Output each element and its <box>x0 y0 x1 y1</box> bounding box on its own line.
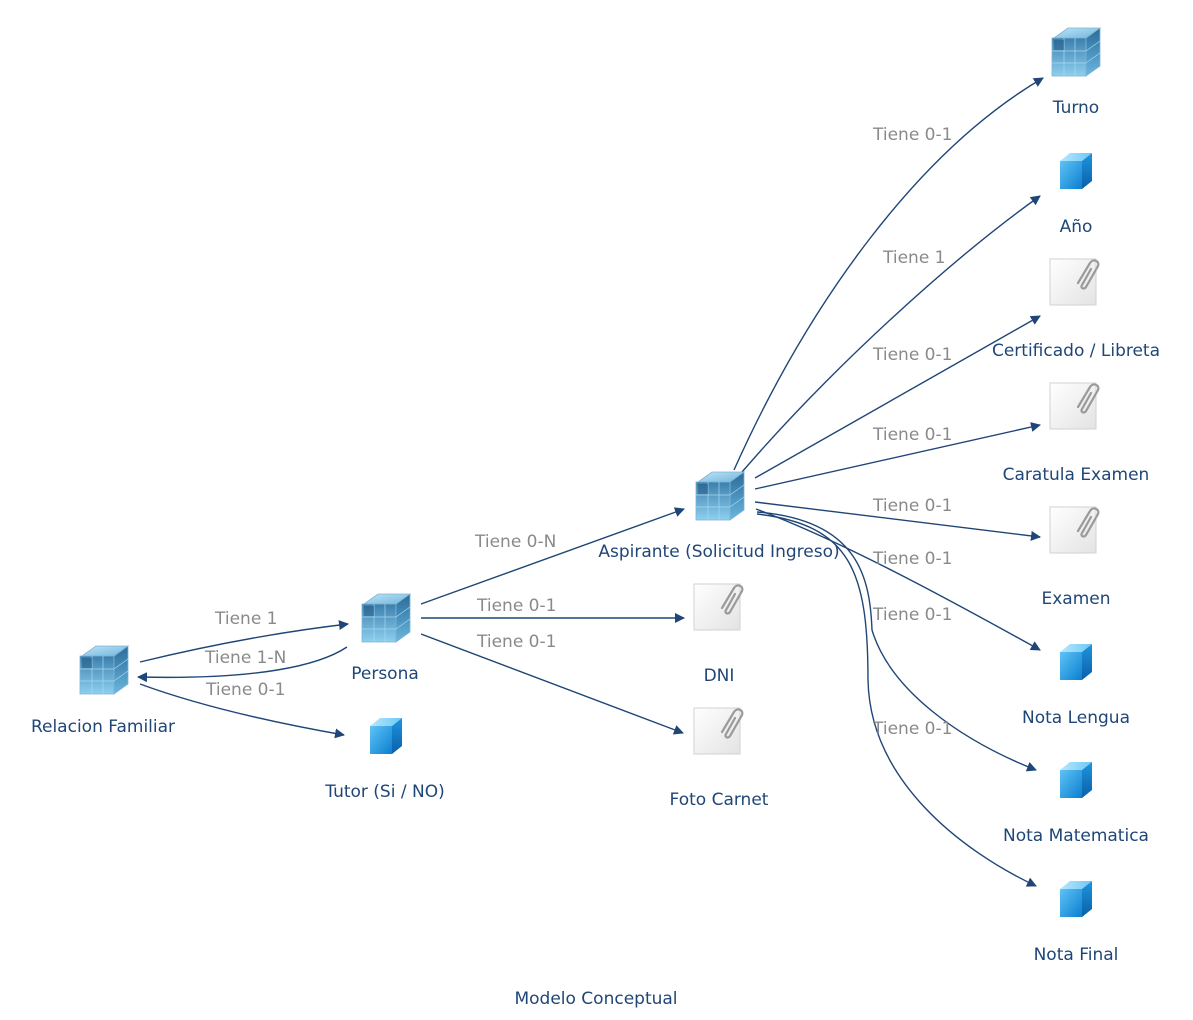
edge-label-persona-foto: Tiene 0-1 <box>476 632 556 652</box>
edge-aspirante-to-nota-matematica[interactable] <box>756 511 1037 772</box>
edge-label-asp-examen: Tiene 0-1 <box>872 496 952 516</box>
node-persona[interactable]: Persona <box>351 593 419 684</box>
edge-labels: Tiene 1 Tiene 1-N Tiene 0-1 Tiene 0-N Ti… <box>204 125 952 739</box>
node-relacion-familiar[interactable]: Relacion Familiar <box>31 645 175 737</box>
node-label: Certificado / Libreta <box>992 341 1160 361</box>
edge-persona-to-aspirante[interactable] <box>420 507 685 605</box>
node-label: Caratula Examen <box>1003 465 1150 485</box>
edge-label-asp-nota-lengua: Tiene 0-1 <box>872 549 952 569</box>
attribute-cube-icon <box>1060 644 1092 680</box>
attribute-cube-icon <box>1060 881 1092 917</box>
node-aspirante[interactable]: Aspirante (Solicitud Ingreso) <box>598 471 840 562</box>
node-nota-lengua[interactable]: Nota Lengua <box>1022 644 1130 728</box>
edge-relacion-familiar-to-tutor[interactable] <box>139 683 345 739</box>
paperclip-document-icon <box>1048 381 1100 431</box>
edge-aspirante-to-caratula[interactable] <box>754 422 1041 490</box>
edge-label-asp-nota-matematica: Tiene 0-1 <box>872 605 952 625</box>
attribute-cube-icon <box>1060 153 1092 189</box>
node-label: Año <box>1060 217 1093 237</box>
edge-label-asp-anio: Tiene 1 <box>882 248 946 268</box>
edge-label-asp-caratula: Tiene 0-1 <box>872 425 952 445</box>
paperclip-document-icon <box>1048 257 1100 307</box>
edge-persona-to-foto-carnet[interactable] <box>420 633 684 735</box>
edge-label-rf-tutor: Tiene 0-1 <box>205 680 285 700</box>
edge-label-asp-turno: Tiene 0-1 <box>872 125 952 145</box>
paperclip-document-icon <box>1048 505 1100 555</box>
edge-label-persona-rf: Tiene 1-N <box>204 648 286 668</box>
edge-label-persona-dni: Tiene 0-1 <box>476 596 556 616</box>
node-foto-carnet[interactable]: Foto Carnet <box>670 706 769 810</box>
node-label: Aspirante (Solicitud Ingreso) <box>598 542 839 562</box>
edge-aspirante-to-certificado[interactable] <box>754 315 1041 479</box>
diagram-caption: Modelo Conceptual <box>514 989 677 1009</box>
edge-aspirante-to-nota-final[interactable] <box>756 513 1037 887</box>
edge-label-rf-persona: Tiene 1 <box>214 609 278 629</box>
entity-cube-icon <box>79 645 129 695</box>
node-label: Nota Lengua <box>1022 708 1130 728</box>
node-label: Examen <box>1041 589 1110 609</box>
node-label: Relacion Familiar <box>31 717 175 737</box>
attribute-cube-icon <box>1060 762 1092 798</box>
edge-label-asp-certificado: Tiene 0-1 <box>872 345 952 365</box>
node-label: Persona <box>351 664 419 684</box>
node-label: Turno <box>1052 98 1099 118</box>
node-nota-final[interactable]: Nota Final <box>1034 881 1119 965</box>
node-examen[interactable]: Examen <box>1041 505 1111 609</box>
edge-label-asp-nota-final: Tiene 0-1 <box>872 719 952 739</box>
node-turno[interactable]: Turno <box>1051 27 1101 118</box>
entity-cube-icon <box>361 593 411 643</box>
edges <box>137 77 1044 887</box>
edge-aspirante-to-turno[interactable] <box>733 77 1044 471</box>
edge-aspirante-to-anio[interactable] <box>741 195 1041 473</box>
node-caratula[interactable]: Caratula Examen <box>1003 381 1150 485</box>
edge-aspirante-to-examen[interactable] <box>754 501 1041 541</box>
edge-aspirante-to-nota-lengua[interactable] <box>755 508 1041 651</box>
attribute-cube-icon <box>370 718 402 754</box>
node-tutor[interactable]: Tutor (Si / NO) <box>324 718 445 802</box>
node-label: Nota Matematica <box>1003 826 1149 846</box>
node-certificado[interactable]: Certificado / Libreta <box>992 257 1160 361</box>
paperclip-document-icon <box>692 582 744 632</box>
entity-cube-icon <box>695 471 745 521</box>
entity-cube-icon <box>1051 27 1101 77</box>
node-nota-matematica[interactable]: Nota Matematica <box>1003 762 1149 846</box>
paperclip-document-icon <box>692 706 744 756</box>
node-anio[interactable]: Año <box>1060 153 1093 237</box>
edge-label-persona-aspirante: Tiene 0-N <box>474 532 556 552</box>
edge-persona-to-relacion-familiar[interactable] <box>137 646 348 683</box>
node-dni[interactable]: DNI <box>692 582 744 686</box>
node-label: DNI <box>704 666 735 686</box>
edge-relacion-familiar-to-persona[interactable] <box>139 620 349 663</box>
node-label: Nota Final <box>1034 945 1119 965</box>
node-label: Foto Carnet <box>670 790 769 810</box>
node-label: Tutor (Si / NO) <box>324 782 444 802</box>
